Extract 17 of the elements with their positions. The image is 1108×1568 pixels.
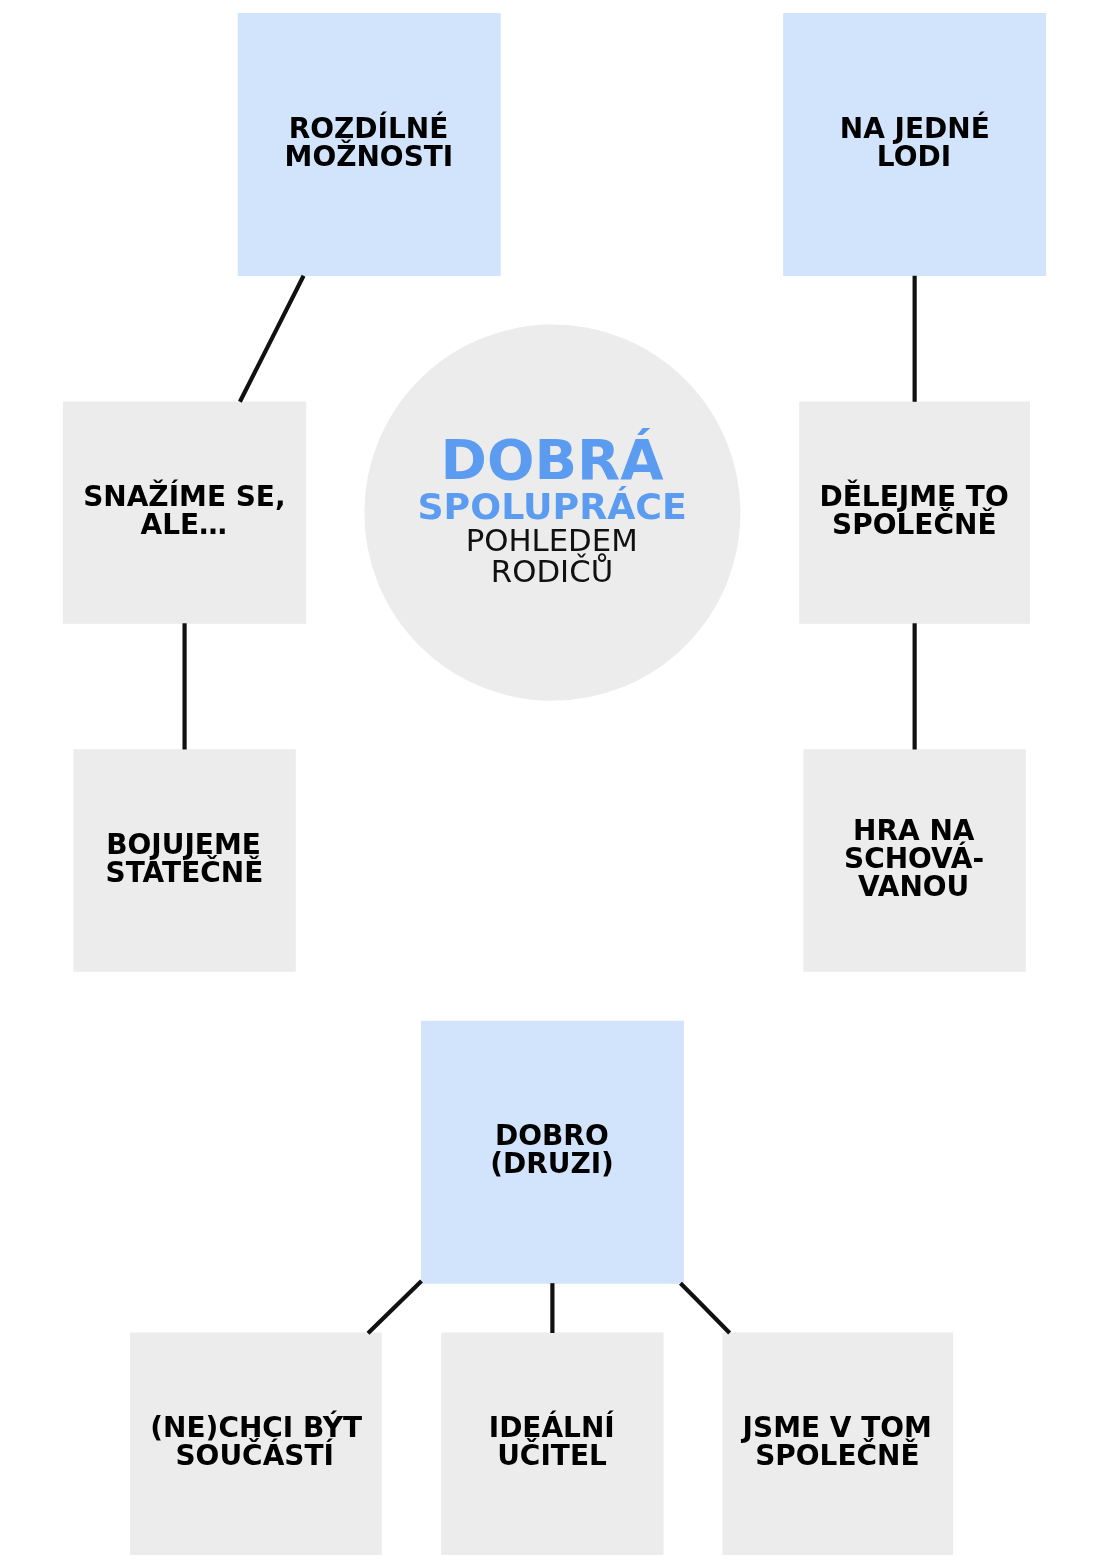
node-box: DĚLEJME TO SPOLEČNĚ bbox=[798, 401, 1030, 624]
node-box: SNAŽÍME SE, ALE… bbox=[62, 401, 306, 624]
node-box: NA JEDNÉ LODI bbox=[782, 13, 1046, 276]
node-box: DOBRO (DRUZI) bbox=[420, 1020, 684, 1284]
node-box: HRA NA SCHOVÁ- VANOU bbox=[802, 749, 1026, 972]
connector bbox=[237, 274, 305, 403]
connector bbox=[678, 1281, 731, 1335]
node-box: IDEÁLNÍ UČITEL bbox=[440, 1332, 664, 1555]
connector bbox=[912, 275, 917, 402]
connector bbox=[181, 623, 187, 750]
node-box: (NE)CHCI BÝT SOUČÁSTÍ bbox=[129, 1332, 382, 1555]
connector bbox=[549, 1283, 554, 1333]
connector bbox=[366, 1279, 423, 1335]
node-box: BOJUJEME STATEČNĚ bbox=[72, 749, 296, 972]
node-box: JSME V TOM SPOLEČNĚ bbox=[721, 1332, 953, 1555]
node-box: ROZDÍLNÉ MOŽNOSTI bbox=[237, 13, 501, 276]
connector bbox=[912, 623, 917, 750]
